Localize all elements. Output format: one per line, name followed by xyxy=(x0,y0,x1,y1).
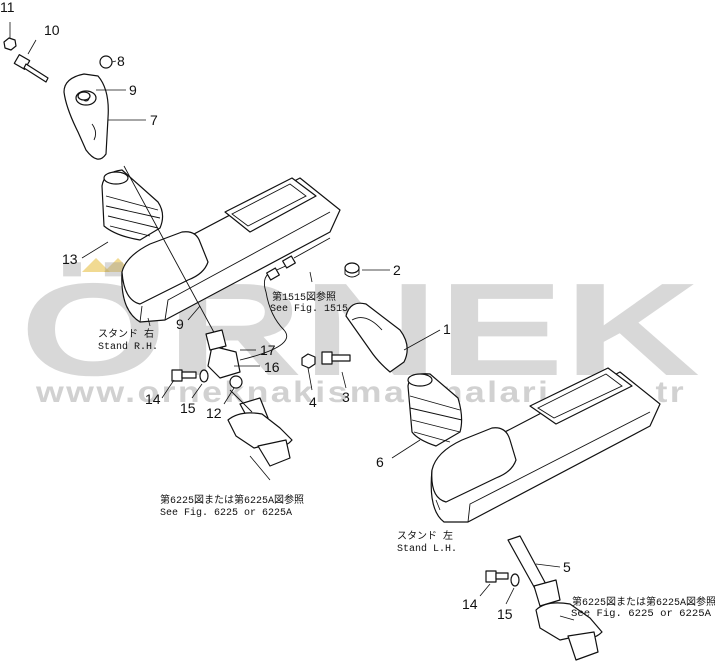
connector-a xyxy=(266,267,280,281)
bolt-10 xyxy=(13,54,49,83)
note-fig1515-en: See Fig. 1515 xyxy=(270,303,348,315)
lever-rod-rh xyxy=(123,165,231,363)
callout-15-left: 15 xyxy=(180,400,196,416)
note-stand-lh-jp: スタンド 左 xyxy=(397,529,453,543)
washer-15-left xyxy=(199,369,209,383)
boot-6 xyxy=(407,373,463,447)
note-stand-rh-en: Stand R.H. xyxy=(98,341,158,353)
leader-lines xyxy=(9,22,575,621)
note-fig6225-right-jp: 第6225図または第6225A図参照 xyxy=(572,595,715,609)
note-fig6225-left-jp: 第6225図または第6225A図参照 xyxy=(160,493,304,507)
watermark-accent-left xyxy=(82,258,110,272)
lever-base-rh xyxy=(227,397,293,467)
note-fig1515-jp: 第1515図参照 xyxy=(272,290,336,304)
plug-2 xyxy=(344,262,360,278)
reference-notes: 第1515図参照 See Fig. 1515 スタンド 右 Stand R.H.… xyxy=(98,290,715,620)
knob-7 xyxy=(63,73,109,160)
lever-base-lh xyxy=(507,535,603,661)
callout-16: 16 xyxy=(264,359,280,375)
callouts: 1 2 3 4 5 6 7 8 9 9 10 11 12 13 14 14 15… xyxy=(0,0,571,622)
callout-13: 13 xyxy=(62,251,78,267)
callout-4: 4 xyxy=(309,394,317,410)
switch-assembly xyxy=(205,329,243,389)
callout-2: 2 xyxy=(393,262,401,278)
callout-14-right: 14 xyxy=(462,596,478,612)
connector-b xyxy=(282,255,296,269)
ring-9 xyxy=(77,91,91,101)
boot-13 xyxy=(101,169,164,241)
callout-15-right: 15 xyxy=(497,606,513,622)
nut-4 xyxy=(301,353,316,369)
callout-10: 10 xyxy=(44,22,60,38)
callout-8: 8 xyxy=(117,53,125,69)
bolt-14-right xyxy=(485,570,509,583)
callout-11: 11 xyxy=(0,0,15,15)
note-fig6225-left-en: See Fig. 6225 or 6225A xyxy=(160,507,292,519)
bolt-14-left xyxy=(171,369,197,382)
callout-9-top: 9 xyxy=(129,82,137,98)
callout-7: 7 xyxy=(150,112,158,128)
callout-1: 1 xyxy=(443,321,451,337)
cap-8 xyxy=(99,55,113,69)
callout-3: 3 xyxy=(342,389,350,405)
wire-harness xyxy=(239,263,291,361)
washer-15-right xyxy=(510,573,520,587)
stand-lh xyxy=(430,367,661,523)
callout-14-left: 14 xyxy=(145,391,161,407)
wire-lead xyxy=(293,237,331,259)
callout-5: 5 xyxy=(563,559,571,575)
stand-rh xyxy=(121,177,341,323)
note-stand-lh-en: Stand L.H. xyxy=(397,543,457,555)
callout-12: 12 xyxy=(206,405,222,421)
note-fig6225-right-en: See Fig. 6225 or 6225A xyxy=(571,608,711,620)
bolt-3 xyxy=(321,351,351,365)
nut-11 xyxy=(3,37,17,51)
lever-rod-rh-lower xyxy=(229,389,253,413)
callout-9-mid: 9 xyxy=(176,316,184,332)
callout-6: 6 xyxy=(376,454,384,470)
note-stand-rh-jp: スタンド 右 xyxy=(98,327,154,341)
callout-17: 17 xyxy=(260,342,276,358)
